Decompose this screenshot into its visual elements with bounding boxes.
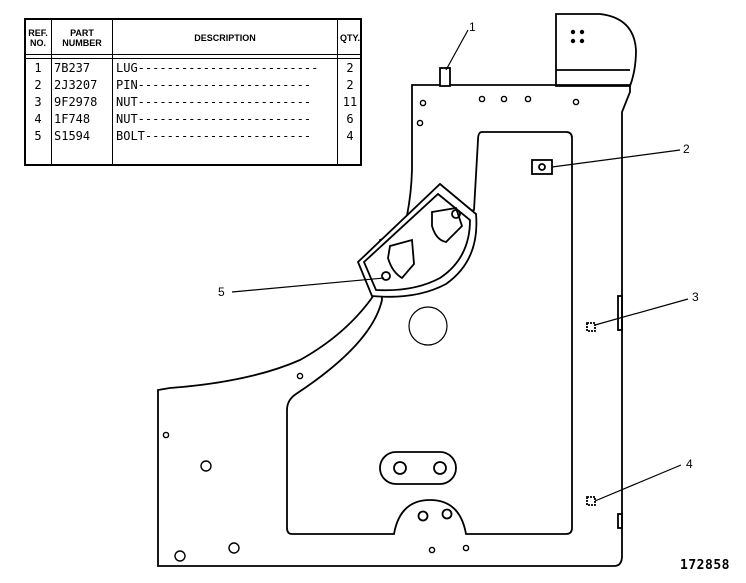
table-row: 3 9F2978 NUT------------------------ 11 xyxy=(26,94,360,110)
leader-line-5 xyxy=(231,277,385,293)
row-description: PIN------------------------ xyxy=(116,78,312,92)
column-rule xyxy=(112,20,113,164)
bracket-hole xyxy=(579,38,585,44)
header-description: DESCRIPTION xyxy=(194,33,256,43)
bolt-head xyxy=(451,209,461,219)
lug xyxy=(439,67,451,87)
callout-4: 4 xyxy=(686,457,693,471)
table-row: 5 S1594 BOLT----------------------- 4 xyxy=(26,128,360,144)
row-ref: 3 xyxy=(34,95,42,109)
table-row: 1 7B237 LUG------------------------- 2 xyxy=(26,60,360,76)
bracket-hole xyxy=(570,29,576,35)
leader-line-3 xyxy=(594,298,689,326)
column-rule xyxy=(337,20,338,164)
row-description: BOLT----------------------- xyxy=(116,129,312,143)
leader-line-2 xyxy=(551,149,681,168)
slot-hole xyxy=(393,461,407,475)
row-description: LUG------------------------- xyxy=(116,61,319,75)
table-row: 2 2J3207 PIN------------------------ 2 xyxy=(26,77,360,93)
header-part-number: PART NUMBER xyxy=(62,28,102,48)
callout-3: 3 xyxy=(692,290,699,304)
inner-cutout xyxy=(286,131,573,535)
row-description: NUT------------------------ xyxy=(116,112,312,126)
callout-2: 2 xyxy=(683,142,690,156)
guard-inner xyxy=(362,192,471,292)
row-part-number: 9F2978 xyxy=(54,95,98,109)
row-qty: 2 xyxy=(346,78,354,92)
figure-number: 172858 xyxy=(680,558,730,573)
column-rule xyxy=(51,20,52,164)
bolt-head xyxy=(381,271,391,281)
header-qty: QTY. xyxy=(339,33,360,43)
callout-5: 5 xyxy=(218,285,225,299)
pin-center xyxy=(538,163,546,171)
row-qty: 11 xyxy=(342,95,358,109)
edge-tab xyxy=(617,513,623,529)
row-qty: 2 xyxy=(346,61,354,75)
row-ref: 5 xyxy=(34,129,42,143)
guard-bracket xyxy=(356,182,478,298)
callout-1: 1 xyxy=(469,20,476,34)
row-part-number: 7B237 xyxy=(54,61,91,75)
table-row: 4 1F748 NUT------------------------ 6 xyxy=(26,111,360,127)
pin xyxy=(531,159,553,175)
parts-table: REF. NO. PART NUMBER DESCRIPTION QTY. 1 … xyxy=(24,18,362,166)
edge-tab xyxy=(617,295,623,331)
mounting-holes xyxy=(162,95,580,562)
notch-hole xyxy=(417,510,429,522)
row-part-number: S1594 xyxy=(54,129,91,143)
leader-line-1 xyxy=(445,29,469,71)
row-ref: 2 xyxy=(34,78,42,92)
large-hole xyxy=(408,306,448,346)
adjust-slot xyxy=(379,451,457,485)
pin-block xyxy=(387,238,415,280)
header-rule-2 xyxy=(26,58,360,59)
row-part-number: 1F748 xyxy=(54,112,91,126)
bracket-hole xyxy=(570,38,576,44)
header-ref-no: REF. NO. xyxy=(28,28,48,48)
bracket-hole xyxy=(579,29,585,35)
slot-hole xyxy=(433,461,447,475)
row-ref: 1 xyxy=(34,61,42,75)
nut-marker xyxy=(586,322,596,332)
row-description: NUT------------------------ xyxy=(116,95,312,109)
row-qty: 6 xyxy=(346,112,354,126)
row-qty: 4 xyxy=(346,129,354,143)
header-rule xyxy=(26,54,360,55)
row-ref: 4 xyxy=(34,112,42,126)
row-part-number: 2J3207 xyxy=(54,78,98,92)
notch-hole xyxy=(441,508,453,520)
pin-block xyxy=(431,206,464,243)
nut-marker xyxy=(586,496,596,506)
leader-line-4 xyxy=(594,464,682,502)
top-bracket xyxy=(555,13,637,87)
